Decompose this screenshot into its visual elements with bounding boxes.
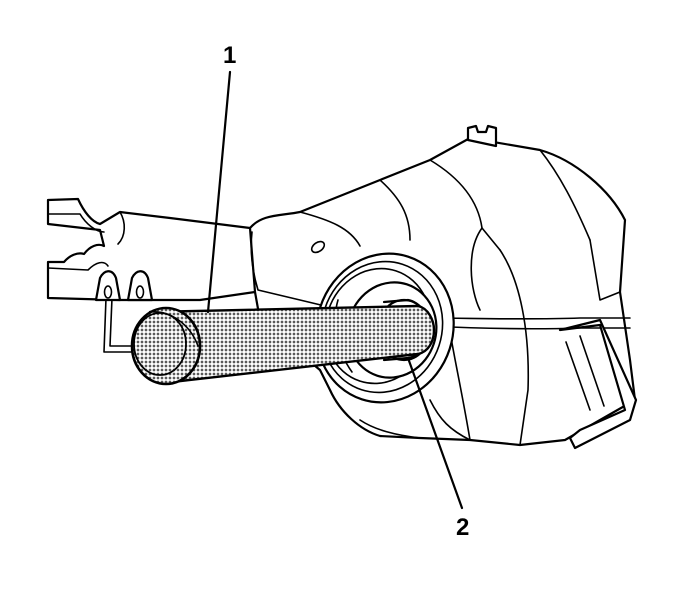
mount-bracket (558, 318, 638, 450)
callout-2: 2 (456, 514, 470, 541)
vent-tab (466, 124, 498, 148)
seal-installer-tool (130, 304, 436, 386)
leader-line-1 (206, 70, 232, 314)
callout-1: 1 (223, 42, 237, 69)
leader-lines (206, 70, 464, 510)
leader-line-2 (406, 356, 464, 510)
axle-tube (46, 197, 262, 302)
line-clips (94, 270, 154, 302)
